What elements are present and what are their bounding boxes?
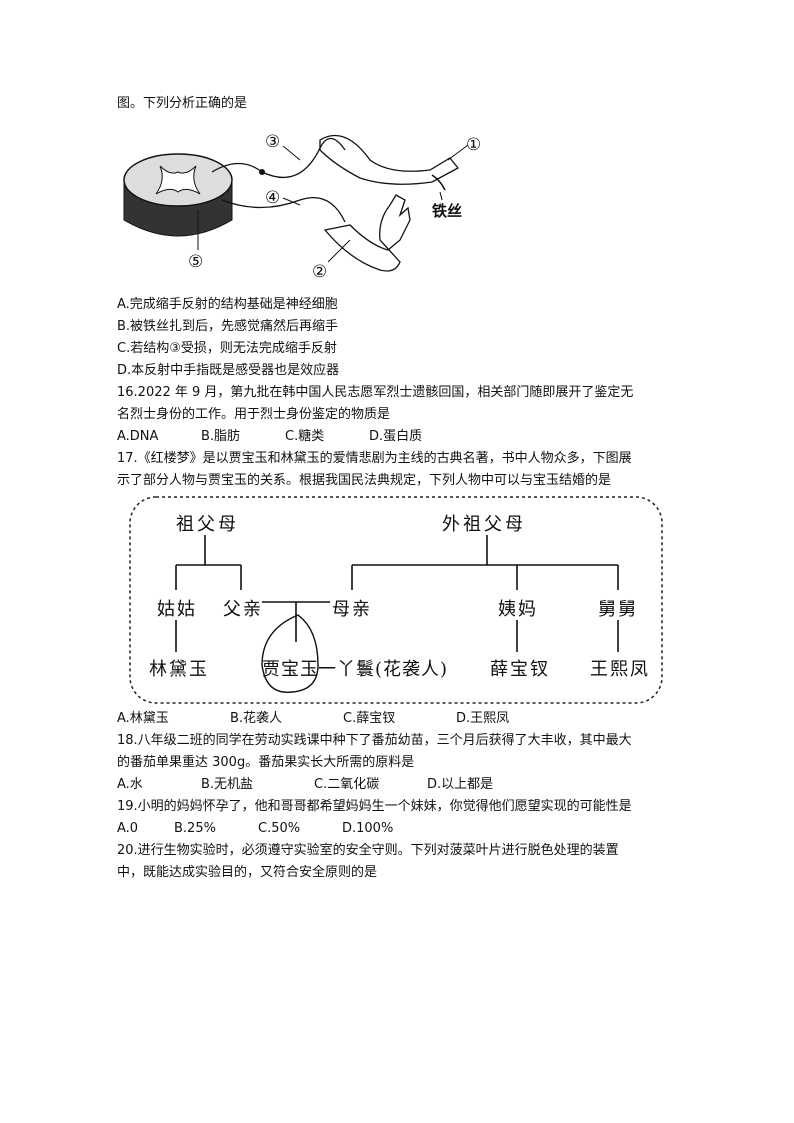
arm-upper <box>319 134 459 185</box>
q19-stem-line1: 19.小明的妈妈怀孕了，他和哥哥都希望妈妈生一个妹妹，你觉得他们愿望实现的可能性… <box>117 799 632 814</box>
q16-option-c: C.糖类 <box>285 429 325 444</box>
q15-option-d: D.本反射中手指既是感受器也是效应器 <box>117 363 340 378</box>
q19-options: A.0 B.25% C.50% D.100% <box>117 820 393 838</box>
q16-options: A.DNA B.脂肪 C.糖类 D.蛋白质 <box>117 428 422 446</box>
q16-option-a: A.DNA <box>117 429 159 444</box>
label-5: ⑤ <box>188 252 204 272</box>
node-uncle: 舅舅 <box>598 599 638 620</box>
q16-stem-line1: 16.2022 年 9 月，第九批在韩中国人民志愿军烈士遗骸回国，相关部门随即展… <box>117 385 634 400</box>
label-3: ③ <box>265 132 281 152</box>
arm-lower <box>323 194 411 272</box>
q19-option-c: C.50% <box>258 821 301 836</box>
q17-stem-line2: 示了部分人物与贾宝玉的关系。根据我国民法典规定，下列人物中可以与宝玉结婚的是 <box>117 473 612 488</box>
q17-option-c: C.薛宝钗 <box>343 711 396 726</box>
node-jia-baoyu: 贾宝玉 <box>262 659 319 680</box>
node-mother: 母亲 <box>332 599 372 620</box>
q18-stem-line2: 的番茄单果重达 300g。番茄果实长大所需的原料是 <box>117 755 415 770</box>
node-grandparents: 祖父母 <box>176 514 239 535</box>
q15-option-c: C.若结构③受损，则无法完成缩手反射 <box>117 341 337 356</box>
q19-option-a: A.0 <box>117 821 139 836</box>
node-wang-xifeng: 王熙凤 <box>590 659 650 680</box>
q17-option-d: D.王熙凤 <box>456 711 510 726</box>
label-1: ① <box>466 135 482 155</box>
q15-option-b: B.被铁丝扎到后，先感觉痛然后再缩手 <box>117 319 339 334</box>
q17-options: A.林黛玉 B.花袭人 C.薛宝钗 D.王熙凤 <box>117 710 509 728</box>
spinal-cord <box>123 153 233 237</box>
label-4: ④ <box>265 188 281 208</box>
q16-option-d: D.蛋白质 <box>369 429 423 444</box>
node-maternal-aunt: 姨妈 <box>498 599 538 620</box>
node-maternal-grandparents: 外祖父母 <box>442 514 526 535</box>
q19-option-b: B.25% <box>174 821 216 836</box>
q15-stem: 图。下列分析正确的是 <box>117 96 248 111</box>
q18-option-c: C.二氧化碳 <box>314 777 380 792</box>
label-2: ② <box>312 262 328 282</box>
q18-stem-line1: 18.八年级二班的同学在劳动实践课中种下了番茄幼苗，三个月后获得了大丰收，其中最… <box>117 733 632 748</box>
q17-option-b: B.花袭人 <box>230 711 283 726</box>
q20-stem-line2: 中，既能达成实验目的，又符合安全原则的是 <box>117 865 378 880</box>
node-maid: 一丫鬟(花袭人) <box>318 659 449 680</box>
q15-option-a: A.完成缩手反射的结构基础是神经细胞 <box>117 297 338 312</box>
q18-option-d: D.以上都是 <box>427 777 494 792</box>
node-father: 父亲 <box>223 599 263 620</box>
q17-option-a: A.林黛玉 <box>117 711 169 726</box>
q19-option-d: D.100% <box>342 821 394 836</box>
q16-stem-line2: 名烈士身份的工作。用于烈士身份鉴定的物质是 <box>117 407 391 422</box>
q18-option-b: B.无机盐 <box>201 777 254 792</box>
q17-stem-line1: 17.《红楼梦》是以贾宝玉和林黛玉的爱情悲剧为主线的古典名著，书中人物众多，下图… <box>117 451 632 466</box>
efferent-nerve-4 <box>221 196 346 223</box>
node-aunt: 姑姑 <box>157 599 197 620</box>
wire-icon <box>431 174 446 191</box>
q18-option-a: A.水 <box>117 777 143 792</box>
q18-options: A.水 B.无机盐 C.二氧化碳 D.以上都是 <box>117 776 493 794</box>
node-xue-baochai: 薛宝钗 <box>490 659 550 680</box>
q16-option-b: B.脂肪 <box>201 429 241 444</box>
q20-stem-line1: 20.进行生物实验时，必须遵守实验室的安全守则。下列对菠菜叶片进行脱色处理的装置 <box>117 843 619 858</box>
node-lin-daiyu: 林黛玉 <box>149 659 209 680</box>
label-wire: 铁丝 <box>432 202 463 220</box>
